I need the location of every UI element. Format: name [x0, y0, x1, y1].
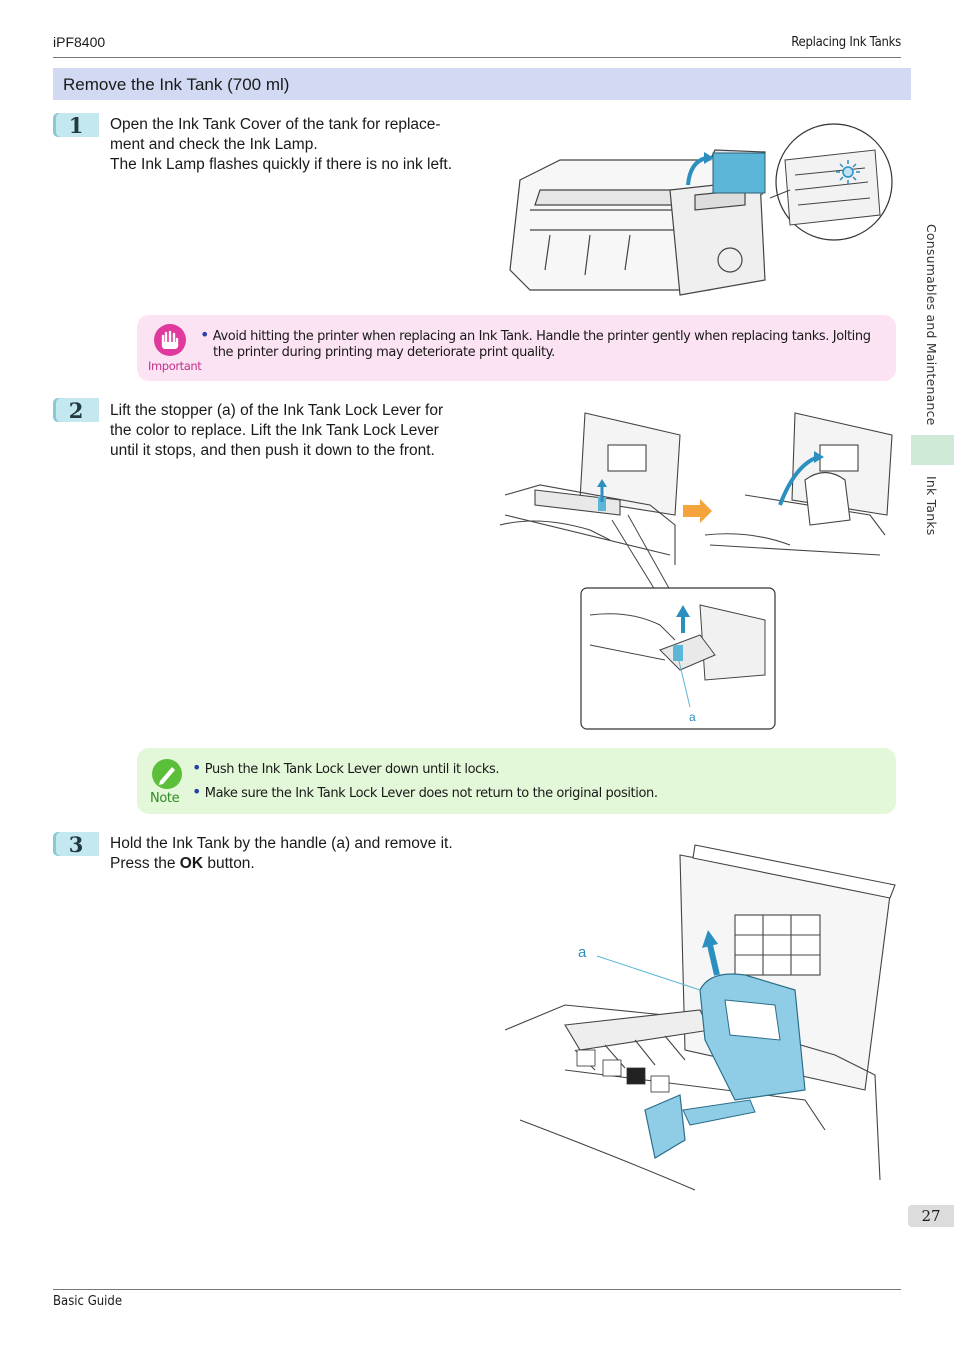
- important-bullet-cont: the printer during printing may deterior…: [213, 345, 555, 360]
- note-callout: [137, 748, 896, 814]
- step-3-line: Press the OK button.: [110, 854, 490, 874]
- important-bullet: • Avoid hitting the printer when replaci…: [200, 325, 871, 344]
- step-1-badge: 1: [53, 113, 99, 138]
- next-arrow-icon: [683, 499, 712, 523]
- note-bullet: • Push the Ink Tank Lock Lever down unti…: [192, 758, 500, 777]
- section-title-bar: [53, 68, 911, 100]
- step-3-text-post: button.: [203, 855, 255, 872]
- header-rule: [53, 57, 901, 58]
- header-section: Replacing Ink Tanks: [791, 35, 901, 50]
- step-2-badge: 2: [53, 398, 99, 423]
- printer-cover-open-illustration: [509, 123, 893, 296]
- step-2-line: Lift the stopper (a) of the Ink Tank Loc…: [110, 402, 444, 419]
- step-2-text: Lift the stopper (a) of the Ink Tank Loc…: [110, 401, 490, 461]
- hand-stop-icon: [154, 324, 186, 356]
- ink-tank-cover: [712, 152, 766, 194]
- note-bullet: • Make sure the Ink Tank Lock Lever does…: [192, 782, 658, 801]
- step-1-line: Open the Ink Tank Cover of the tank for …: [110, 116, 441, 133]
- step-1-line: The Ink Lamp flashes quickly if there is…: [110, 156, 453, 173]
- topic-tab[interactable]: Ink Tanks: [924, 476, 939, 536]
- lamp-flash-icon: [836, 160, 860, 184]
- pencil-note-icon: [152, 759, 182, 789]
- stopper-highlight: [598, 497, 606, 511]
- topic-tab-highlight: [911, 435, 954, 465]
- step-2-line: the color to replace. Lift the Ink Tank …: [110, 422, 439, 439]
- stopper-label: a: [689, 710, 696, 724]
- header-model: iPF8400: [53, 34, 106, 50]
- ink-tank-slots: [576, 1049, 670, 1093]
- page-number: 27: [908, 1205, 954, 1227]
- important-callout: [137, 315, 896, 381]
- ok-button-label: OK: [179, 855, 204, 872]
- lever-lift-arrow: [778, 455, 819, 506]
- bullet-dot-icon: •: [192, 782, 202, 801]
- section-title: Remove the Ink Tank (700 ml): [63, 75, 290, 94]
- handle-label: a: [578, 944, 587, 961]
- important-label: Important: [148, 359, 202, 373]
- lift-arrow: [686, 156, 707, 186]
- footer-text: Basic Guide: [53, 1294, 123, 1309]
- important-bullet-text: Avoid hitting the printer when replacing…: [212, 329, 871, 344]
- stopper-detail-highlight: [673, 645, 683, 661]
- step-1-line: ment and check the Ink Lamp.: [110, 136, 318, 153]
- step-3-line: Hold the Ink Tank by the handle (a) and …: [110, 835, 453, 852]
- remove-up-arrow: [707, 944, 720, 976]
- note-label: Note: [150, 791, 180, 806]
- step-3-badge: 3: [53, 832, 99, 857]
- step-3-text: Hold the Ink Tank by the handle (a) and …: [110, 834, 490, 874]
- step-3-text-pre: Press the: [110, 855, 180, 872]
- bullet-dot-icon: •: [200, 325, 210, 344]
- step-1-text: Open the Ink Tank Cover of the tank for …: [110, 115, 490, 175]
- chapter-tab[interactable]: Consumables and Maintenance: [924, 224, 939, 426]
- note-bullet-text: Make sure the Ink Tank Lock Lever does n…: [204, 786, 658, 801]
- lock-lever: [644, 1094, 686, 1159]
- note-bullet-text: Push the Ink Tank Lock Lever down until …: [204, 762, 500, 777]
- step-2-line: until it stops, and then push it down to…: [110, 442, 435, 459]
- remove-ink-tank-illustration: a: [505, 844, 896, 1191]
- lock-lever-illustration: a: [500, 412, 893, 730]
- footer-rule: [53, 1289, 901, 1290]
- bullet-dot-icon: •: [192, 758, 202, 777]
